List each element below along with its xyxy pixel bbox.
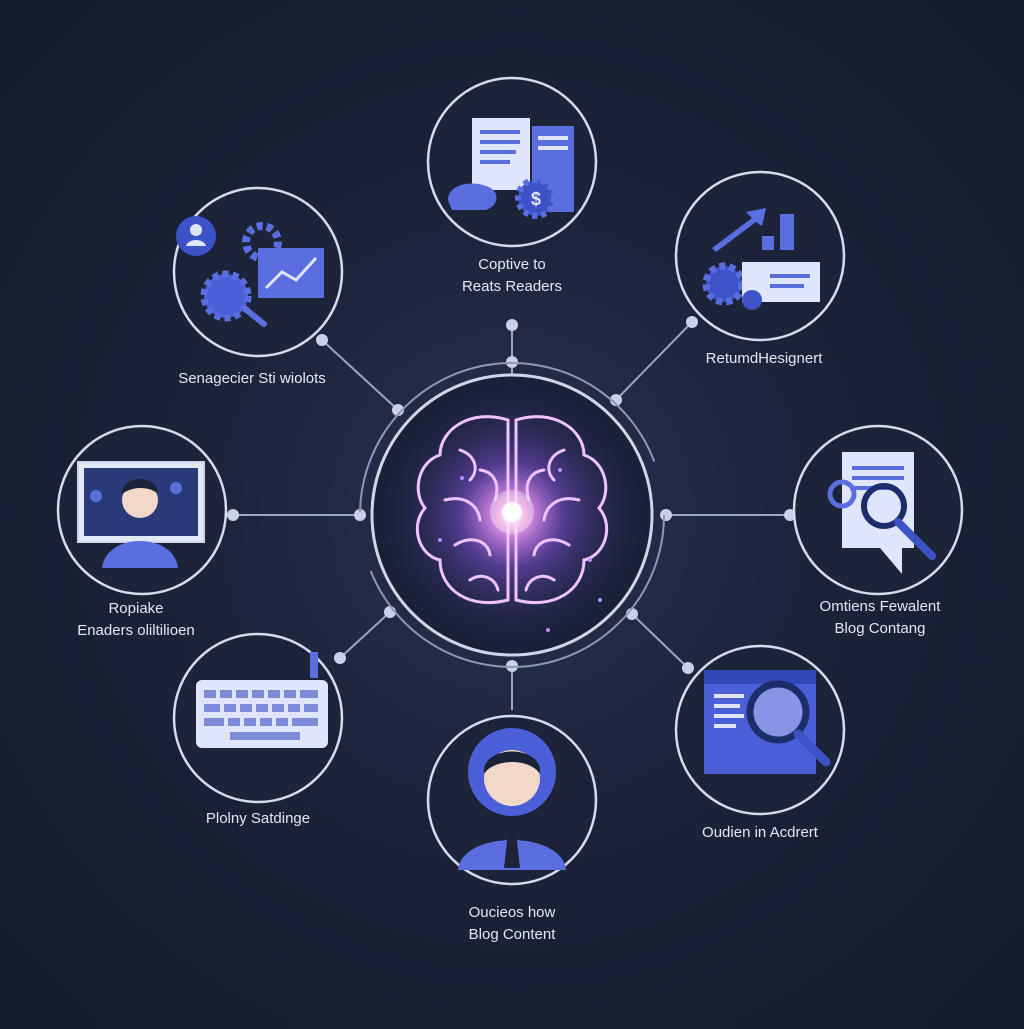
magnifier-icon bbox=[861, 483, 907, 529]
node-icons-left bbox=[77, 461, 205, 568]
user-icon bbox=[102, 479, 178, 568]
node-label-top: Coptive to Reats Readers bbox=[461, 256, 563, 295]
chart-icon bbox=[258, 248, 324, 298]
gear-icon bbox=[515, 177, 557, 219]
node-icons-upper-right bbox=[702, 208, 820, 310]
magnifier-icon bbox=[241, 305, 267, 327]
connector-upper-left bbox=[321, 339, 399, 411]
connectors bbox=[233, 321, 790, 710]
connector-lower-left bbox=[339, 611, 391, 659]
gear-icon bbox=[200, 270, 252, 322]
node-label-lower-right: Oudien in Acdrert bbox=[702, 824, 818, 841]
node-icons-right bbox=[827, 452, 936, 574]
magnifier-icon bbox=[746, 680, 810, 744]
location-pin-icon bbox=[90, 490, 102, 502]
node-icons-upper-left bbox=[176, 216, 324, 327]
node-label-upper-right: RetumdHesignert bbox=[705, 350, 823, 367]
dollar-icon: $ bbox=[531, 189, 541, 209]
node-icons-top: $ bbox=[448, 118, 574, 219]
person-icon bbox=[458, 728, 566, 870]
keyboard-icon bbox=[196, 652, 328, 748]
piggy-bank-icon bbox=[448, 183, 497, 210]
node-label-left: Ropiake Enaders oliltilioen bbox=[77, 600, 195, 639]
connector-dots bbox=[227, 316, 796, 674]
node-label-right: Omtiens Fewalent Blog Contang bbox=[819, 598, 941, 637]
location-pin-icon bbox=[170, 482, 182, 494]
gear-icon bbox=[702, 262, 746, 306]
node-label-bottom: Oucieos how Blog Content bbox=[468, 904, 556, 943]
central-hub bbox=[359, 362, 665, 668]
document-icon bbox=[472, 118, 530, 190]
connector-lower-right bbox=[631, 613, 689, 669]
node-ring-upper-right bbox=[674, 170, 846, 342]
node-icons-lower-right bbox=[704, 670, 831, 774]
node-label-upper-left: Senagecier Sti wiolots bbox=[178, 370, 326, 387]
growth-chart-icon bbox=[712, 208, 794, 252]
node-label-lower-left: Plolny Satdinge bbox=[205, 810, 311, 827]
brain-icon bbox=[415, 415, 609, 605]
connector-upper-right bbox=[615, 321, 693, 401]
